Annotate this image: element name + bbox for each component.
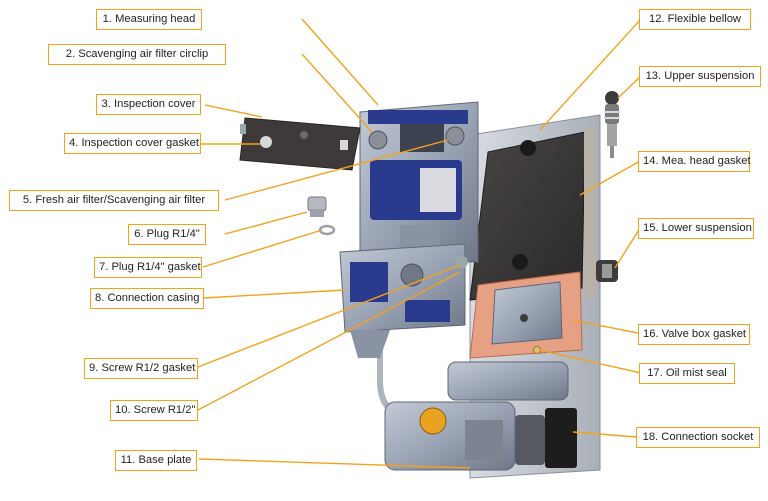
leader-line-3 — [204, 104, 263, 118]
bellow-port — [520, 140, 536, 156]
valve-box-port — [520, 314, 528, 322]
leader-line-18 — [572, 431, 637, 438]
label-plug-r14-gasket: 7. Plug R1/4" gasket — [94, 257, 202, 278]
leader-line-14 — [579, 160, 641, 196]
label-fresh-air-filter: 5. Fresh air filter/Scavenging air filte… — [9, 190, 219, 211]
leader-line-17 — [538, 349, 642, 374]
label-screw-r12: 10. Screw R1/2" — [110, 400, 198, 421]
label-connection-socket: 18. Connection socket — [636, 427, 760, 448]
leader-line-5 — [224, 139, 449, 201]
upper-suspension — [604, 91, 620, 158]
leader-line-16 — [571, 319, 639, 334]
label-base-plate: 11. Base plate — [115, 450, 197, 471]
label-flexible-bellow: 12. Flexible bellow — [639, 9, 751, 30]
label-plug-r14: 6. Plug R1/4" — [128, 224, 206, 245]
bellow-port — [512, 254, 528, 270]
leader-line-1 — [301, 18, 379, 106]
leader-line-12 — [539, 18, 642, 131]
label-inspection-cover-gasket: 4. Inspection cover gasket — [64, 133, 201, 154]
leader-line-2 — [301, 53, 373, 133]
leader-line-15 — [614, 227, 641, 269]
label-inspection-cover: 3. Inspection cover — [96, 94, 201, 115]
label-screw-r12-gasket: 9. Screw R1/2 gasket — [84, 358, 198, 379]
leader-line-7 — [202, 229, 323, 268]
leader-line-8 — [203, 289, 346, 299]
label-measuring-head: 1. Measuring head — [96, 9, 202, 30]
socket-insert — [515, 415, 545, 465]
label-connection-casing: 8. Connection casing — [90, 288, 204, 309]
connection-socket — [545, 408, 577, 468]
leader-line-11 — [198, 458, 471, 469]
label-lower-suspension: 15. Lower suspension — [638, 218, 754, 239]
measuring-head — [359, 101, 479, 263]
solenoid-unit — [384, 401, 516, 471]
inspection-cover — [239, 117, 361, 171]
label-scavenging-air-filter-circlip: 2. Scavenging air filter circlip — [48, 44, 226, 65]
leader-line-13 — [617, 75, 642, 99]
label-upper-suspension: 13. Upper suspension — [639, 66, 761, 87]
leader-line-9 — [197, 264, 461, 368]
bellow-frame-edge — [584, 128, 596, 298]
label-oil-mist-seal: 17. Oil mist seal — [639, 363, 735, 384]
leader-line-6 — [224, 211, 308, 235]
label-mea-head-gasket: 14. Mea. head gasket — [638, 151, 751, 172]
plug-r14 — [307, 196, 327, 217]
valve-body — [447, 361, 569, 401]
label-valve-box-gasket: 16. Valve box gasket — [638, 324, 750, 345]
valve-box — [491, 281, 563, 345]
leader-line-10 — [197, 271, 461, 411]
lower-suspension — [596, 260, 618, 282]
